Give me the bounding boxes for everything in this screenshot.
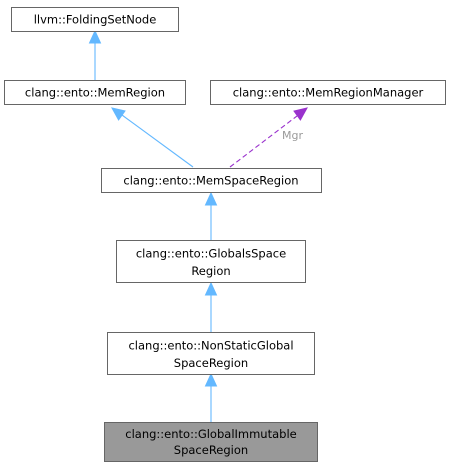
node-mem-region-manager-label: clang::ento::MemRegionManager bbox=[233, 86, 424, 100]
node-global-immutable-space-region-label-line2: SpaceRegion bbox=[174, 443, 248, 457]
node-non-static-global-space-region-label-line2: SpaceRegion bbox=[174, 356, 248, 370]
edge-memregion-to-foldingsetnode bbox=[88, 29, 102, 80]
edge-memspaceregion-to-memregion bbox=[111, 107, 194, 168]
node-globals-space-region[interactable]: clang::ento::GlobalsSpace Region bbox=[116, 240, 306, 283]
node-non-static-global-space-region-label-line1: clang::ento::NonStaticGlobal bbox=[128, 339, 293, 353]
node-global-immutable-space-region[interactable]: clang::ento::GlobalImmutable SpaceRegion bbox=[104, 422, 318, 462]
node-folding-set-node-label: llvm::FoldingSetNode bbox=[34, 13, 157, 27]
node-non-static-global-space-region[interactable]: clang::ento::NonStaticGlobal SpaceRegion bbox=[107, 332, 315, 375]
edge-globalsspaceregion-to-memspaceregion bbox=[204, 191, 218, 240]
edge-memspaceregion-to-memregionmanager: Mgr bbox=[229, 107, 308, 168]
edge-label-mgr: Mgr bbox=[282, 129, 303, 142]
node-mem-space-region-label: clang::ento::MemSpaceRegion bbox=[123, 174, 298, 188]
node-global-immutable-space-region-label-line1: clang::ento::GlobalImmutable bbox=[125, 427, 296, 441]
node-mem-region-label: clang::ento::MemRegion bbox=[25, 86, 165, 100]
node-mem-space-region[interactable]: clang::ento::MemSpaceRegion bbox=[101, 168, 322, 193]
node-mem-region-manager[interactable]: clang::ento::MemRegionManager bbox=[210, 80, 446, 105]
node-globals-space-region-label-line2: Region bbox=[191, 264, 230, 278]
node-mem-region[interactable]: clang::ento::MemRegion bbox=[4, 80, 186, 105]
node-folding-set-node[interactable]: llvm::FoldingSetNode bbox=[11, 7, 179, 32]
edge-nonstaticglobal-to-globalsspaceregion bbox=[204, 281, 218, 332]
edge-globalimmutable-to-nonstaticglobal bbox=[204, 372, 218, 422]
node-globals-space-region-label-line1: clang::ento::GlobalsSpace bbox=[136, 247, 286, 261]
